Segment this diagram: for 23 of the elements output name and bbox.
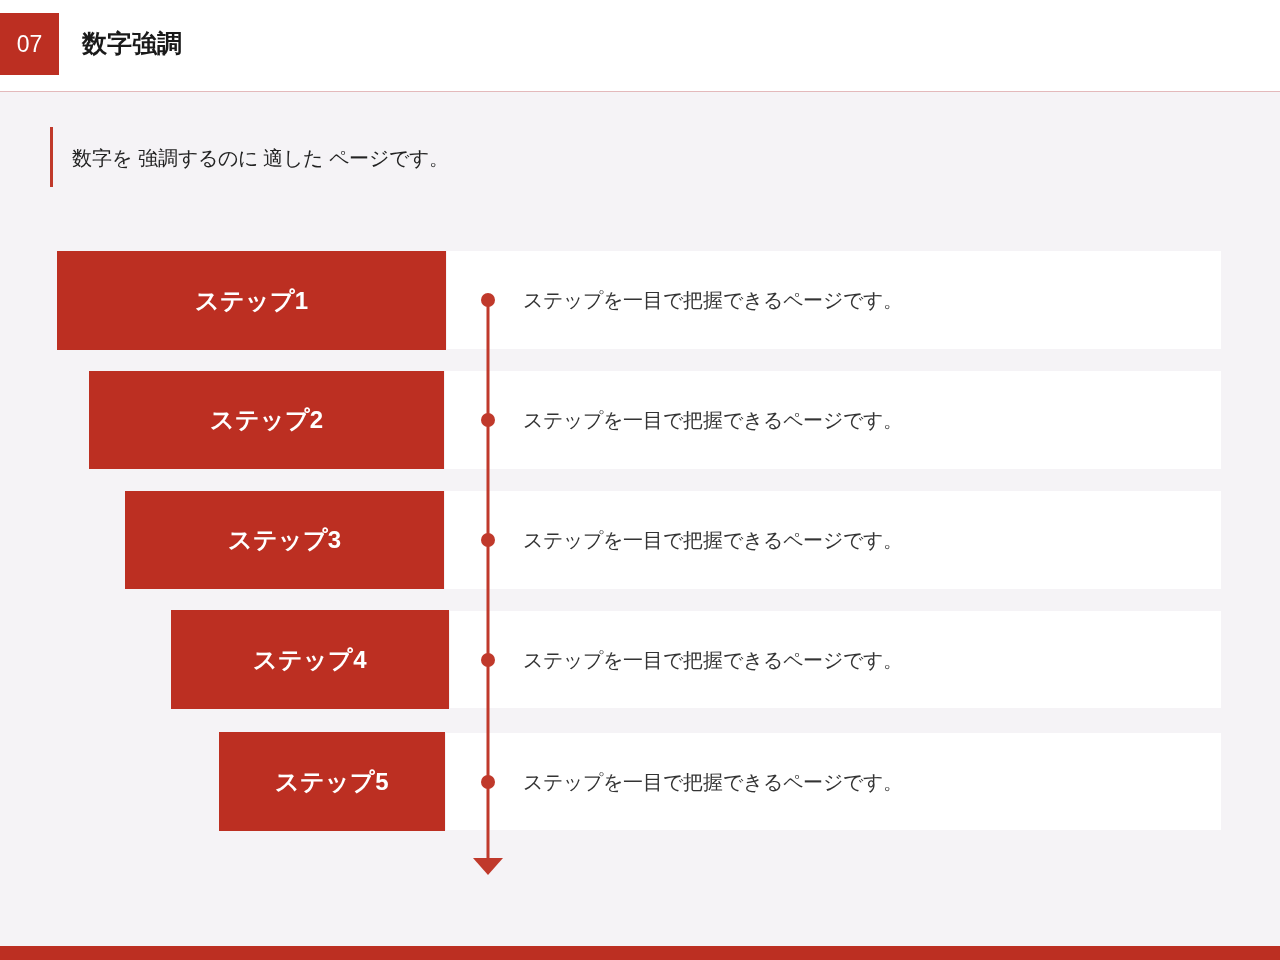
step-box (125, 491, 444, 589)
page-number: 07 (16, 31, 43, 57)
step-box (171, 610, 449, 709)
step-label: ステップ2 (209, 405, 324, 435)
description-panel (450, 611, 1221, 708)
description-text: ステップを一目で把握できるページです。 (523, 769, 903, 795)
step-label: ステップ3 (227, 525, 342, 555)
description-panel (446, 733, 1221, 830)
step-box (219, 732, 445, 831)
description-text: ステップを一目で把握できるページです。 (523, 408, 903, 433)
step-box (89, 371, 444, 469)
slide-title: 数字強調 (82, 28, 182, 59)
description-panel (445, 371, 1221, 469)
subtitle-text: 数字を 強調するのに 適した ページです。 (72, 146, 449, 171)
step-box (57, 251, 446, 350)
description-panel (447, 251, 1221, 349)
step-label: ステップ4 (253, 644, 367, 675)
description-text: ステップを一目で把握できるページです。 (523, 528, 903, 553)
description-panel (445, 491, 1221, 589)
description-text: ステップを一目で把握できるページです。 (523, 288, 903, 313)
description-text: ステップを一目で把握できるページです。 (523, 647, 903, 673)
step-label: ステップ5 (275, 766, 389, 797)
step-label: ステップ1 (194, 285, 309, 316)
